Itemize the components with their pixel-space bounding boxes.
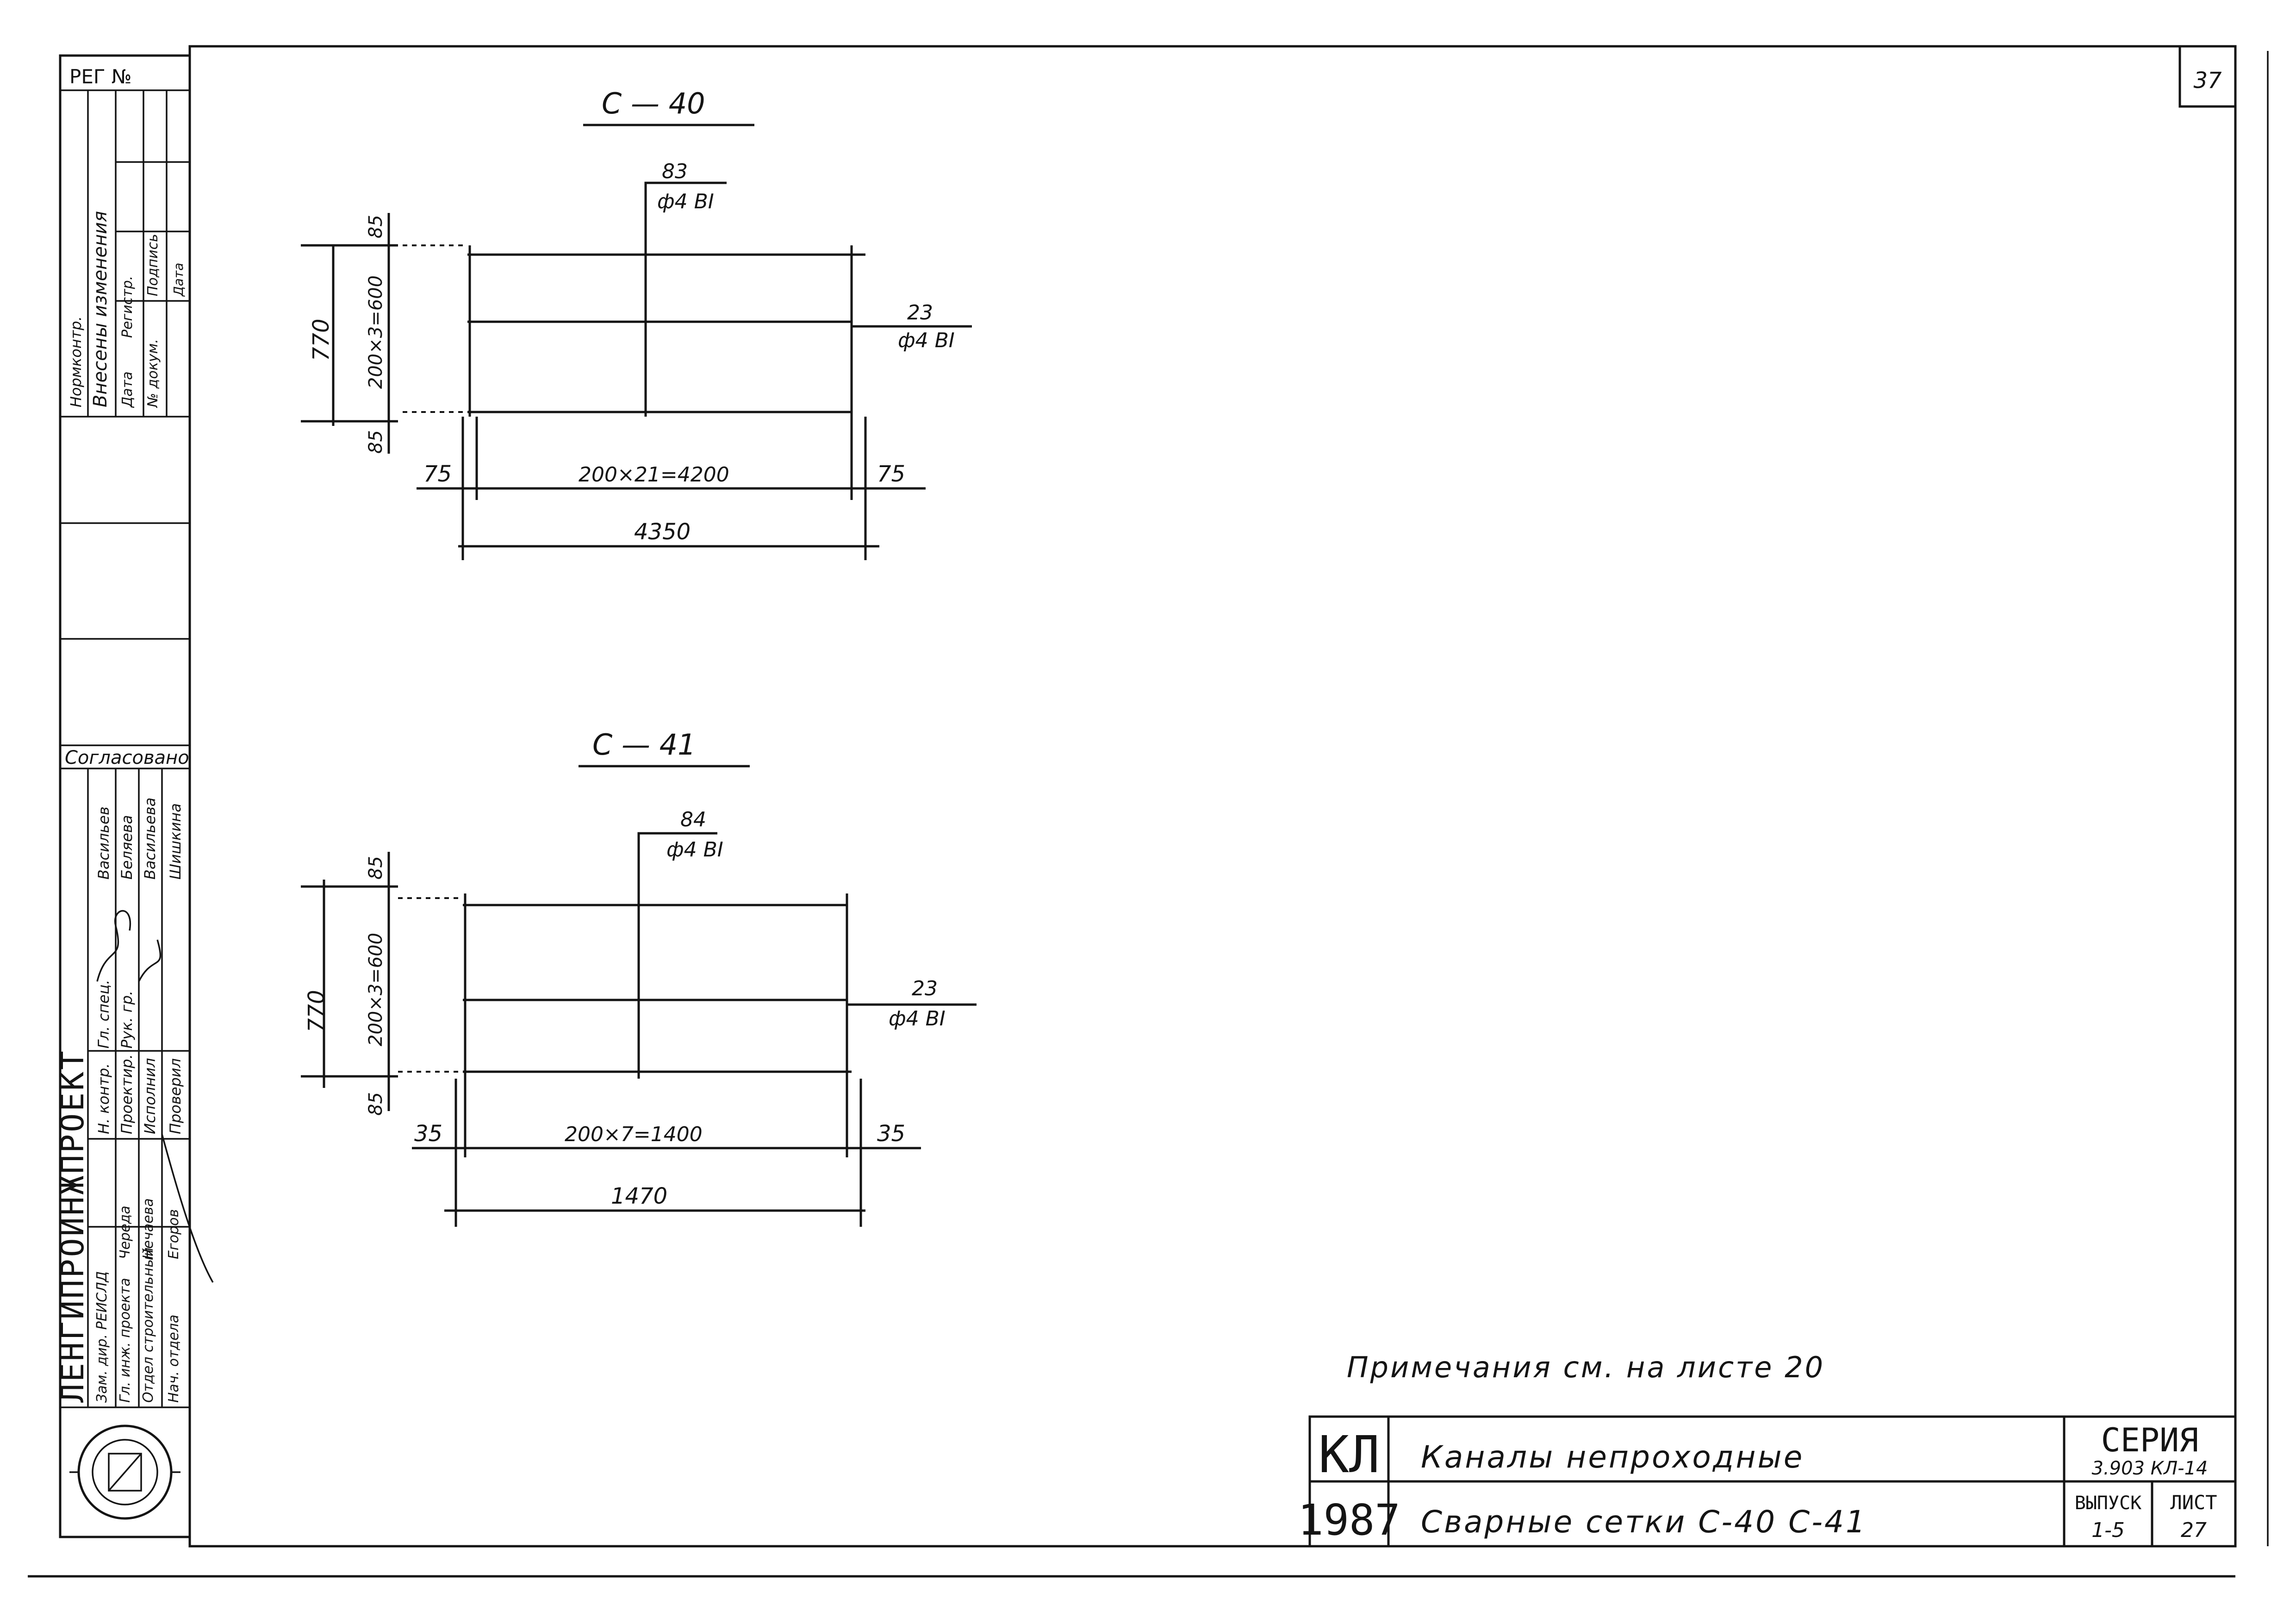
- mark-top-spec: ф4 ВI: [666, 838, 723, 862]
- side-stamp: РЕГ № Внесены изменения Нормконтр. Дата …: [55, 54, 214, 1538]
- mark-side-qty: 23: [907, 301, 933, 325]
- dim-total: 1470: [611, 1183, 667, 1209]
- role-6: Проверил: [167, 1058, 184, 1134]
- agreed-header: Согласовано: [65, 747, 189, 768]
- mark-top-qty: 83: [662, 160, 688, 183]
- title-code: КЛ: [1319, 1425, 1380, 1484]
- mark-top-leader: [637, 832, 717, 898]
- mesh-c40-title: С — 40: [602, 87, 705, 120]
- chief-4-name: Егоров: [166, 1209, 182, 1259]
- dim-left: 75: [423, 461, 452, 487]
- dim-mid: 200×7=1400: [565, 1123, 703, 1146]
- dim-mid: 200×21=4200: [579, 463, 729, 487]
- role-1: Гл. спец.: [95, 980, 112, 1049]
- changes-col-6: Дата: [171, 262, 186, 297]
- mark-side-qty: 23: [912, 977, 938, 1000]
- role-5: Исполнил: [141, 1058, 159, 1134]
- mark-side-spec: ф4 ВI: [889, 1007, 946, 1031]
- dim-height-inner: 200×3=600: [365, 275, 386, 389]
- dim-top-edge: 85: [365, 856, 386, 880]
- reg-number-label: РЕГ №: [69, 65, 132, 88]
- title-block: КЛ 1987 Каналы непроходные Сварные сетки…: [1298, 1415, 2237, 1548]
- dim-right: 35: [877, 1121, 905, 1147]
- chief-1-role: Зам. дир. РЕИСЛД: [94, 1271, 110, 1403]
- drawing-note: Примечания см. на листе 20: [1347, 1350, 1825, 1384]
- mesh-c41-title: С — 41: [592, 728, 696, 762]
- dim-right: 75: [877, 461, 905, 487]
- mesh-c40: С — 40 83 ф4 ВI 23 ф4 ВI 770 200×3=600 8…: [301, 87, 972, 560]
- issue-label: ВЫПУСК: [2075, 1493, 2142, 1514]
- series-label: СЕРИЯ: [2101, 1421, 2199, 1459]
- org-name: ЛЕНГИПРОИНЖПРОЕКТ: [55, 1049, 91, 1403]
- signature-mark: [96, 910, 131, 982]
- title-line-2: Сварные сетки С-40 С-41: [1421, 1504, 1867, 1540]
- sheet-label: ЛИСТ: [2170, 1491, 2217, 1514]
- series-value: 3.903 КЛ-14: [2091, 1458, 2208, 1479]
- agreed-name-3: Васильева: [141, 798, 159, 880]
- role-4: Проектир.: [118, 1054, 136, 1134]
- changes-col-1: Нормконтр.: [67, 316, 85, 407]
- agreed-name-4: Шишкина: [167, 803, 184, 880]
- dim-left: 35: [414, 1121, 442, 1147]
- changes-col-4: № докум.: [145, 339, 161, 408]
- main-frame: [188, 45, 2237, 1548]
- agreed-name-2: Беляева: [118, 815, 136, 880]
- title-year: 1987: [1298, 1495, 1400, 1545]
- role-2: Рук. гр.: [118, 991, 136, 1049]
- mark-side-spec: ф4 ВI: [898, 329, 955, 352]
- mark-top-spec: ф4 ВI: [657, 190, 714, 213]
- changes-header: Внесены изменения: [90, 211, 111, 407]
- mark-top-leader: [644, 181, 727, 248]
- sheet-number-box: 37: [2178, 46, 2235, 108]
- mark-top-qty: 84: [680, 808, 706, 831]
- dim-height-inner: 200×3=600: [365, 933, 386, 1046]
- chief-3-role: Отдел строительный: [140, 1248, 156, 1403]
- agreed-name-1: Васильев: [95, 806, 112, 880]
- changes-col-5: Подпись: [145, 234, 161, 296]
- dim-height-total: 770: [308, 319, 334, 361]
- chief-4-role: Нач. отдела: [166, 1315, 182, 1403]
- issue-value: 1-5: [2091, 1518, 2125, 1542]
- title-line-1: Каналы непроходные: [1421, 1439, 1804, 1475]
- sheet-number: 37: [2193, 68, 2222, 94]
- dim-bottom-edge: 85: [365, 1092, 386, 1116]
- dim-total: 4350: [634, 519, 691, 545]
- chief-2-role: Гл. инж. проекта: [117, 1278, 133, 1403]
- dim-bottom-edge: 85: [365, 430, 386, 454]
- signature-mark-2: [138, 939, 162, 982]
- chief-2-name: Нечаева: [140, 1198, 156, 1259]
- org-emblem: [69, 1424, 180, 1520]
- dim-top-edge: 85: [365, 215, 386, 238]
- mesh-c41: С — 41 84 ф4 ВI 23 ф4 ВI 770 200×3=600 8…: [301, 728, 977, 1227]
- signature-tail: [161, 1134, 214, 1283]
- sheet-value: 27: [2181, 1518, 2207, 1542]
- dim-height-total: 770: [304, 990, 330, 1032]
- changes-col-2: Дата: [119, 371, 136, 408]
- changes-col-3: Регистр.: [119, 276, 136, 338]
- chief-1-name: Череда: [117, 1206, 133, 1259]
- role-3: Н. контр.: [95, 1063, 112, 1134]
